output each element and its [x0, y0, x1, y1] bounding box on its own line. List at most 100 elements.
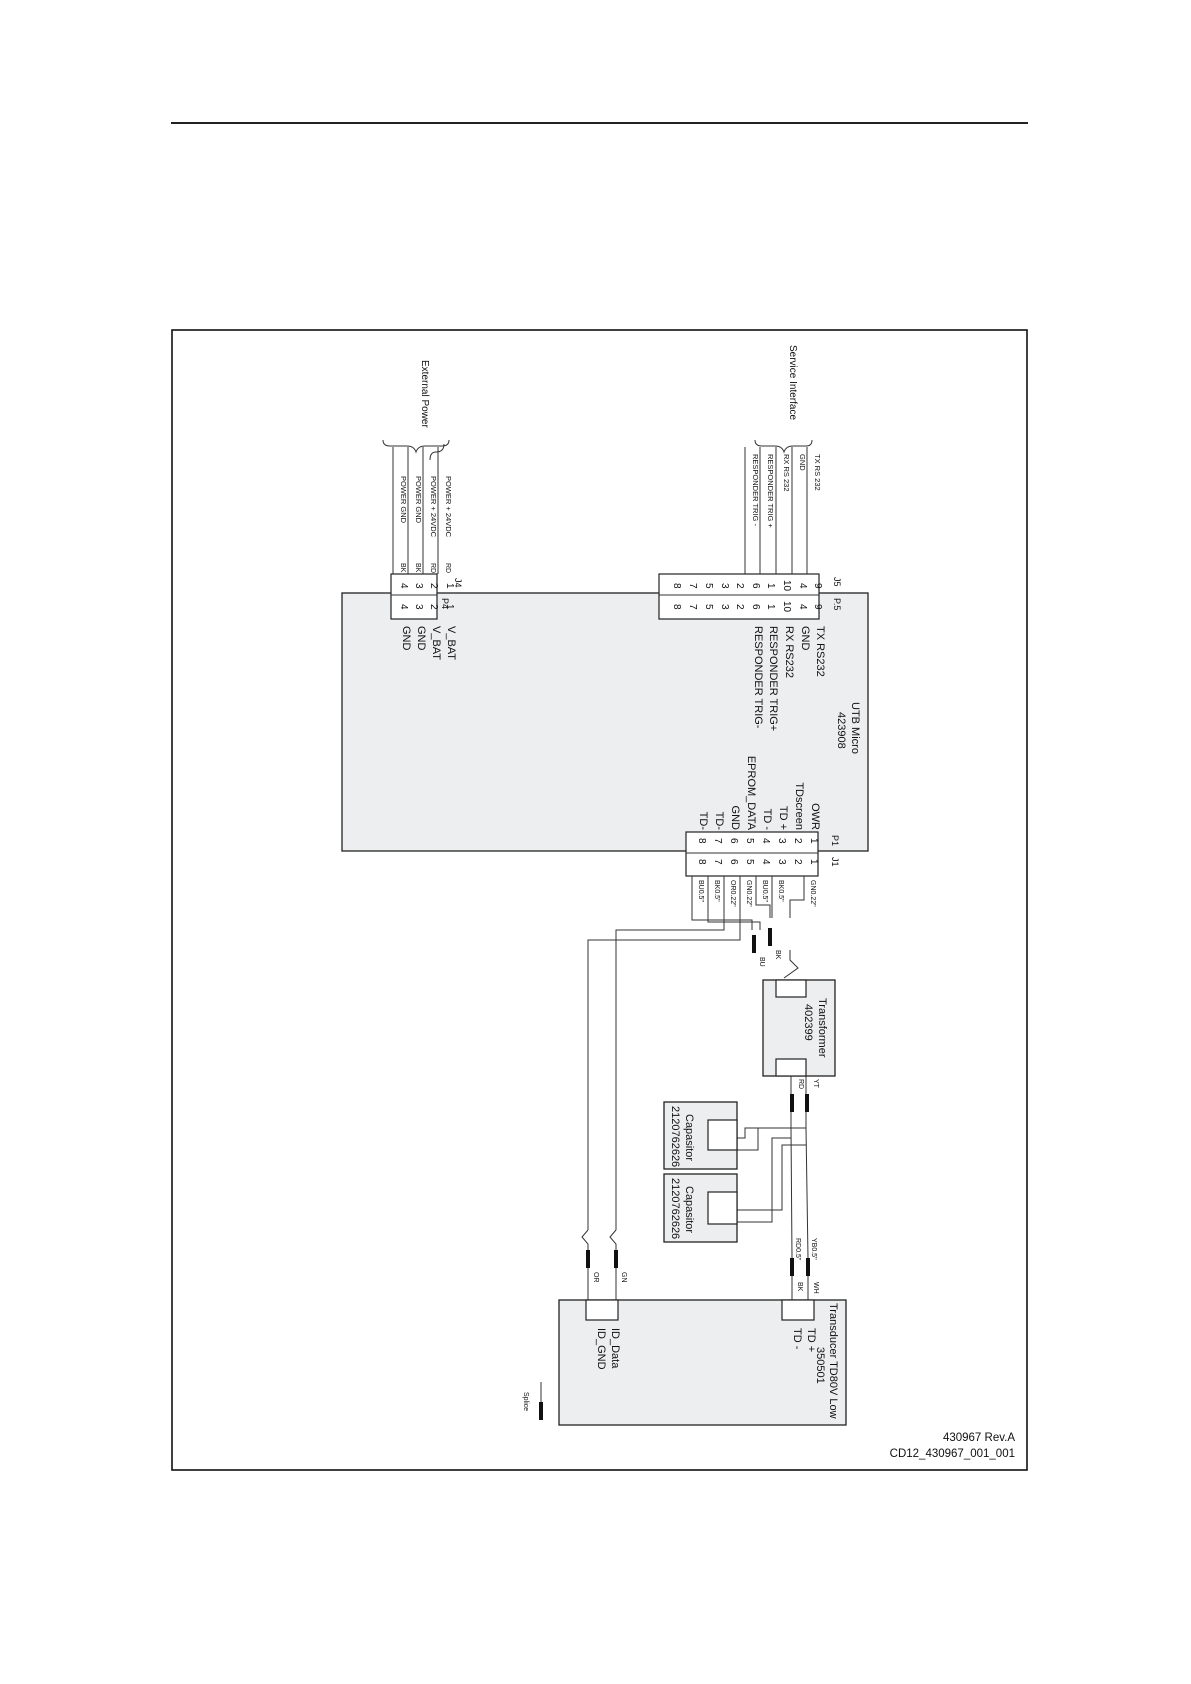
- service-wire-5-label: RESPONDER TRIG -: [751, 454, 760, 526]
- p5-label: P.5: [832, 598, 842, 610]
- service-signal-2: GND: [799, 626, 811, 651]
- svg-text:BU0.5": BU0.5": [761, 880, 768, 902]
- svg-text:BK0.5": BK0.5": [777, 880, 784, 902]
- service-interface-brace: [754, 439, 813, 454]
- svg-text:9: 9: [812, 583, 823, 589]
- power-signal-3: GND: [415, 626, 427, 651]
- svg-text:7: 7: [712, 859, 723, 865]
- svg-text:8: 8: [696, 838, 707, 844]
- power-pin-1: 1: [444, 583, 455, 589]
- p5-pin-row: 9 4 10 1 6 2 3 5 7 8: [671, 601, 823, 613]
- svg-text:4: 4: [797, 604, 808, 610]
- power-wire-1-label: POWER + 24VDC: [444, 476, 453, 538]
- svg-text:4: 4: [760, 859, 771, 865]
- svg-text:7: 7: [687, 583, 698, 589]
- transformer-name: Transformer: [816, 998, 828, 1058]
- power-signal-2: V_BAT: [430, 626, 442, 660]
- splice-bk2: [790, 1258, 794, 1276]
- power-wire-4-color: BK: [399, 563, 406, 573]
- transducer-pin-id-gnd: ID_GND: [595, 1328, 607, 1370]
- wire-tag-rdu: RD0.5": [794, 1238, 801, 1261]
- capacitor-1-name: Capasitor: [683, 1114, 695, 1161]
- svg-text:2: 2: [734, 604, 745, 610]
- wire-tag-bu: BU: [758, 957, 765, 967]
- svg-text:3: 3: [776, 838, 787, 844]
- j1-pin-row: 1 2 3 4 5 6 7 8: [696, 859, 819, 865]
- utb-micro-part: 423908: [835, 712, 847, 749]
- utb-micro-name: UTB Micro: [849, 702, 861, 754]
- svg-text:10: 10: [781, 601, 792, 613]
- power-wire-4-label: POWER GND: [399, 476, 408, 524]
- svg-text:TD-: TD-: [697, 812, 709, 831]
- svg-text:EPROM_DATA: EPROM_DATA: [745, 756, 757, 831]
- service-wires: [744, 447, 808, 574]
- wire-tag-bk: BK: [774, 950, 781, 960]
- transducer-pin-id-data: ID_Data: [609, 1328, 621, 1369]
- external-power-group-label: External Power: [419, 360, 430, 428]
- svg-text:6: 6: [750, 583, 761, 589]
- splice-legend-symbol: [539, 1402, 543, 1420]
- svg-text:1: 1: [808, 838, 819, 844]
- transducer-pin-td-minus: TD -: [791, 1328, 803, 1350]
- j1-wire-labels: GN0.22" BK0.5" BU0.5" GN0.22" OR0.22" BK…: [697, 880, 816, 907]
- power-wire-3-color: BK: [414, 563, 421, 573]
- external-power-brace: [382, 439, 450, 454]
- service-wire-2-label: GND: [798, 454, 807, 471]
- p1-signal-names: OWR TDscreen TD + TD - EPROM_DATA GND TD…: [697, 756, 821, 831]
- p4-label: P4: [440, 598, 450, 609]
- power-pin-2b: 2: [428, 604, 439, 610]
- power-signal-4: GND: [400, 626, 412, 651]
- svg-text:OR0.22": OR0.22": [729, 880, 736, 907]
- j5-p5-connector: [658, 573, 820, 620]
- svg-text:2: 2: [792, 838, 803, 844]
- capacitor-2-part: 2120762626: [669, 1178, 681, 1239]
- power-pin-1b: 1: [444, 604, 455, 610]
- j5-label: J5: [832, 577, 842, 587]
- svg-text:BK0.5": BK0.5": [713, 880, 720, 902]
- wire-tag-wh: WH: [812, 1282, 819, 1294]
- wire-tag-rd: RD: [797, 1079, 804, 1089]
- utb-micro-box: [341, 592, 869, 852]
- power-wires: [392, 443, 445, 574]
- svg-text:5: 5: [744, 859, 755, 865]
- svg-text:5: 5: [744, 838, 755, 844]
- service-signal-3: RX RS232: [783, 626, 795, 678]
- p1-j1-connector: [685, 831, 819, 877]
- svg-text:5: 5: [703, 583, 714, 589]
- diagram-frame: [171, 329, 1028, 1471]
- power-pin-3: 3: [413, 583, 424, 589]
- service-signal-1: TX RS232: [814, 626, 826, 677]
- svg-text:TD -: TD -: [761, 809, 773, 831]
- svg-text:8: 8: [671, 583, 682, 589]
- svg-text:TD +: TD +: [777, 806, 789, 830]
- svg-text:6: 6: [728, 838, 739, 844]
- splice-or: [586, 1250, 590, 1268]
- wire-tag-bk2: BK: [796, 1282, 803, 1292]
- svg-text:2: 2: [792, 859, 803, 865]
- service-wire-3-label: RX RS 232: [782, 454, 791, 492]
- svg-text:GN0.22": GN0.22": [809, 880, 816, 907]
- svg-text:7: 7: [687, 604, 698, 610]
- service-interface-group-label: Service Interface: [787, 345, 798, 420]
- svg-text:9: 9: [812, 604, 823, 610]
- doc-code: CD12_430967_001_001: [890, 1448, 1015, 1460]
- transducer-box: [558, 1299, 847, 1426]
- splice-bk: [768, 928, 772, 946]
- transducer-name: Transducer TD80V Low: [827, 1303, 839, 1419]
- service-signal-4: RESPONDER TRIG+: [767, 626, 779, 731]
- power-pin-3b: 3: [413, 604, 424, 610]
- wire-tag-ybu: YB0.5": [810, 1238, 817, 1260]
- transducer-part: 350501: [814, 1347, 826, 1384]
- p1-pin-row: 1 2 3 4 5 6 7 8: [696, 838, 819, 844]
- svg-text:3: 3: [719, 604, 730, 610]
- svg-text:4: 4: [797, 583, 808, 589]
- svg-text:TD-: TD-: [713, 812, 725, 831]
- p1-label: P1: [830, 835, 840, 846]
- svg-text:3: 3: [719, 583, 730, 589]
- power-signal-1: V_BAT: [445, 626, 457, 660]
- svg-text:8: 8: [671, 604, 682, 610]
- power-pin-2: 2: [428, 583, 439, 589]
- service-wire-4-label: RESPONDER TRIG +: [766, 454, 775, 528]
- wire-tag-yt: YT: [812, 1079, 819, 1089]
- svg-text:1: 1: [808, 859, 819, 865]
